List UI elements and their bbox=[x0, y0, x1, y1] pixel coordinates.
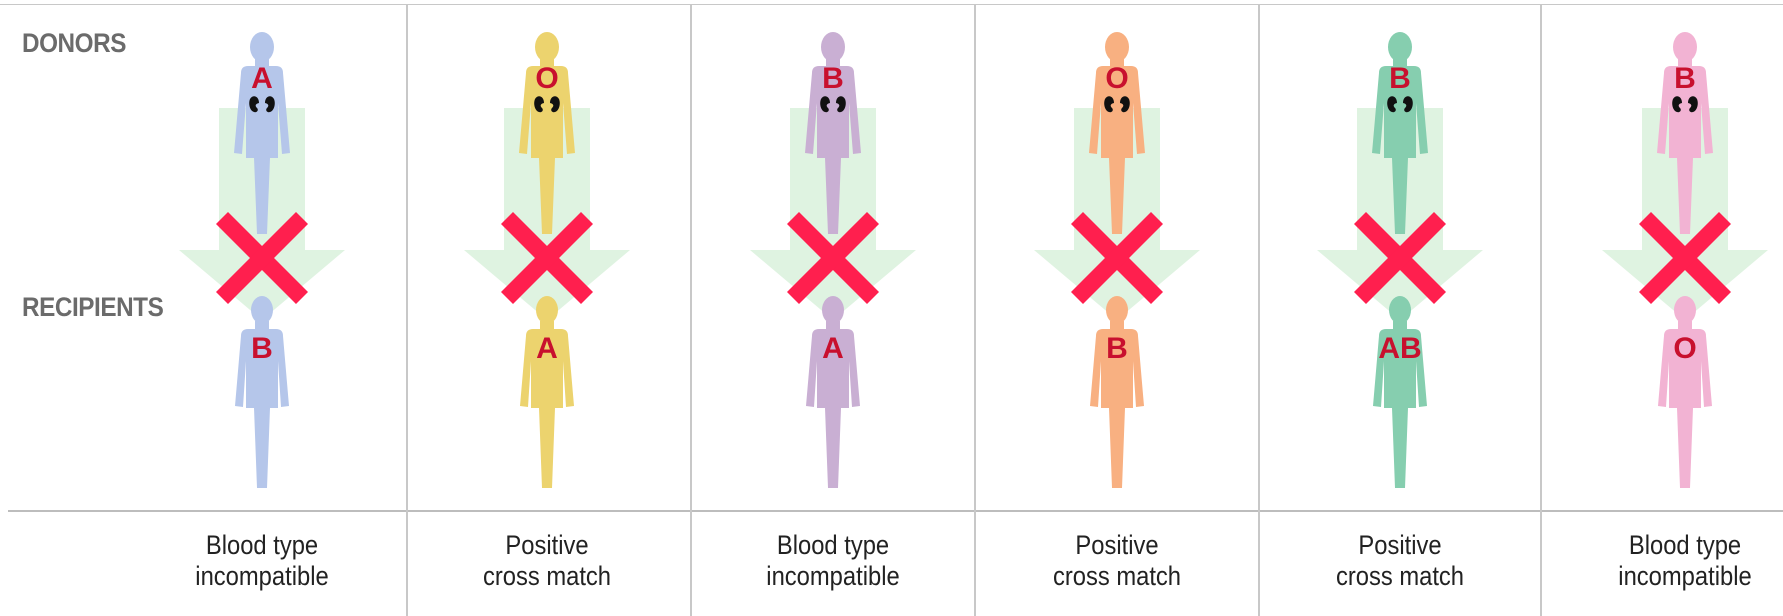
recipient-figure-icon bbox=[520, 296, 574, 488]
caption-line-1: Blood type bbox=[165, 530, 359, 561]
recipient-figure-icon bbox=[1090, 296, 1144, 488]
recipient-figure-icon bbox=[1658, 296, 1712, 488]
pair-column: A B Blood type incompatible bbox=[172, 0, 352, 616]
pair-column: B AB Positive cross match bbox=[1310, 0, 1490, 616]
column-divider bbox=[974, 4, 976, 616]
incompatibility-caption: Blood type incompatible bbox=[1588, 530, 1782, 592]
recipient-blood-type: B bbox=[1067, 334, 1167, 364]
caption-line-2: cross match bbox=[450, 561, 644, 592]
incompatibility-caption: Positive cross match bbox=[1303, 530, 1497, 592]
recipient-blood-type: O bbox=[1635, 334, 1735, 364]
incompatibility-caption: Positive cross match bbox=[450, 530, 644, 592]
caption-line-1: Blood type bbox=[736, 530, 930, 561]
caption-line-2: incompatible bbox=[165, 561, 359, 592]
pair-column: O B Positive cross match bbox=[1027, 0, 1207, 616]
recipient-blood-type: A bbox=[783, 334, 883, 364]
incompatibility-caption: Positive cross match bbox=[1020, 530, 1214, 592]
column-divider bbox=[1258, 4, 1260, 616]
donors-label: DONORS bbox=[22, 28, 126, 59]
recipient-blood-type: AB bbox=[1350, 334, 1450, 364]
recipient-blood-type: A bbox=[497, 334, 597, 364]
donor-blood-type: B bbox=[1635, 64, 1735, 94]
pair-column: O A Positive cross match bbox=[457, 0, 637, 616]
caption-line-1: Blood type bbox=[1588, 530, 1782, 561]
caption-line-1: Positive bbox=[450, 530, 644, 561]
recipient-figure-icon bbox=[806, 296, 860, 488]
caption-line-2: cross match bbox=[1020, 561, 1214, 592]
column-divider bbox=[406, 4, 408, 616]
caption-line-2: cross match bbox=[1303, 561, 1497, 592]
donor-blood-type: B bbox=[783, 64, 883, 94]
incompatibility-caption: Blood type incompatible bbox=[165, 530, 359, 592]
caption-line-1: Positive bbox=[1020, 530, 1214, 561]
column-divider bbox=[690, 4, 692, 616]
incompatibility-caption: Blood type incompatible bbox=[736, 530, 930, 592]
donor-blood-type: A bbox=[212, 64, 312, 94]
donor-blood-type: B bbox=[1350, 64, 1450, 94]
recipients-label: RECIPIENTS bbox=[22, 292, 163, 323]
recipient-figure-icon bbox=[235, 296, 289, 488]
caption-line-2: incompatible bbox=[1588, 561, 1782, 592]
pair-column: B A Blood type incompatible bbox=[743, 0, 923, 616]
recipient-blood-type: B bbox=[212, 334, 312, 364]
donor-blood-type: O bbox=[497, 64, 597, 94]
caption-line-2: incompatible bbox=[736, 561, 930, 592]
recipient-figure-icon bbox=[1373, 296, 1427, 488]
column-divider bbox=[1540, 4, 1542, 616]
pair-column: B O Blood type incompatible bbox=[1595, 0, 1775, 616]
caption-line-1: Positive bbox=[1303, 530, 1497, 561]
donor-blood-type: O bbox=[1067, 64, 1167, 94]
